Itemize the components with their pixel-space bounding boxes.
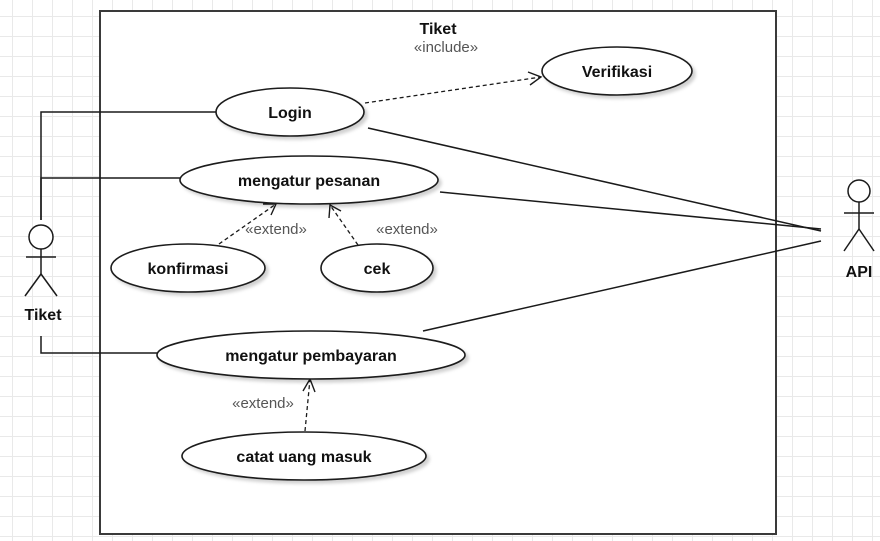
actor-api-left-leg [843,228,860,252]
association-tiket-mengatur-pembayaran [40,336,158,354]
extend-label-catat: «extend» [232,395,294,412]
extend-cek-line [329,204,359,246]
use-case-login-label: Login [268,105,312,122]
include-arrowhead [527,71,543,86]
association-mengatur-pesanan-api [439,191,822,230]
actor-api[interactable]: API [843,179,875,281]
use-case-cek-label: cek [364,261,391,278]
use-case-mengatur-pembayaran[interactable]: mengatur pembayaran [156,330,466,380]
system-title: Tiket [419,21,457,38]
actor-api-head [847,179,871,203]
actor-tiket-label: Tiket [24,307,62,324]
actor-tiket-left-leg [24,273,42,297]
use-case-catat-uang-masuk-label: catat uang masuk [236,449,371,466]
actor-api-label: API [846,264,873,281]
use-case-verifikasi-label: Verifikasi [582,64,652,81]
use-case-konfirmasi-label: konfirmasi [148,261,229,278]
association-login-api [367,127,822,232]
extend-catat-line [304,378,311,432]
extend-label-konfirmasi: «extend» [245,221,307,238]
use-case-login[interactable]: Login [215,87,365,137]
include-login-verifikasi-line [364,76,542,104]
extend-cek-arrowhead [328,203,342,219]
actor-api-right-leg [858,228,875,252]
include-stereotype-label: «include» [414,39,478,56]
actor-tiket-right-leg [40,273,58,297]
extend-konfirmasi-line [218,203,277,245]
use-case-cek[interactable]: cek [320,243,434,293]
use-case-mengatur-pesanan-label: mengatur pesanan [238,173,380,190]
use-case-mengatur-pesanan[interactable]: mengatur pesanan [179,155,439,205]
actor-tiket-head [28,224,54,250]
extend-label-cek: «extend» [376,221,438,238]
use-case-verifikasi[interactable]: Verifikasi [541,46,693,96]
association-mengatur-pembayaran-api [422,240,822,332]
association-tiket-mengatur-pesanan [40,177,180,220]
use-case-mengatur-pembayaran-label: mengatur pembayaran [225,348,397,365]
actor-tiket[interactable]: Tiket [24,224,62,324]
use-case-konfirmasi[interactable]: konfirmasi [110,243,266,293]
use-case-catat-uang-masuk[interactable]: catat uang masuk [181,431,427,481]
